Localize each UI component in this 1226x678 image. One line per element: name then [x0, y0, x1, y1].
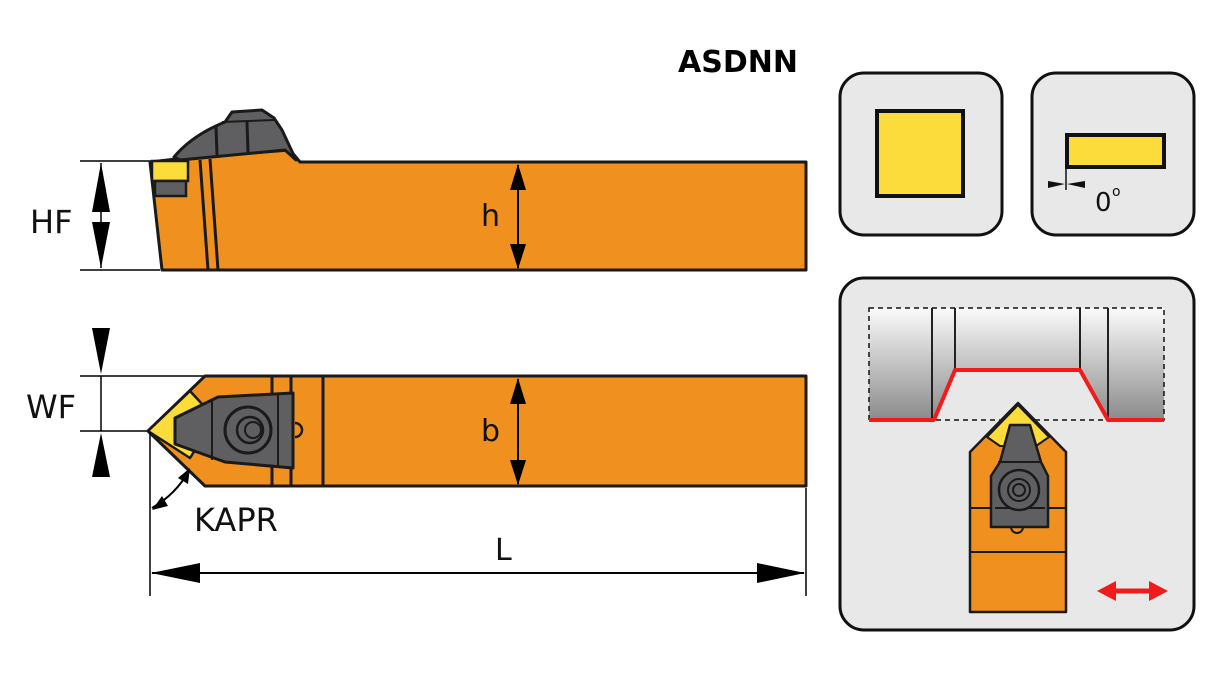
degree-symbol: o [1112, 184, 1121, 200]
top-view: WF b KAPR [26, 328, 808, 596]
shim-side [153, 179, 188, 198]
shank-top [146, 374, 808, 488]
turning-operation-icon [968, 401, 1068, 614]
side-view: HF h [30, 108, 808, 272]
wf-dimension-arrow [92, 328, 110, 477]
operation-panel [838, 276, 1196, 632]
workpiece [868, 307, 1165, 422]
h-label: h [481, 199, 500, 234]
model-code-title: ASDNN [678, 45, 798, 80]
square-insert-icon [875, 109, 965, 198]
b-dimension-arrow [510, 378, 526, 485]
hf-label: HF [30, 203, 72, 241]
hf-dimension-arrow [92, 163, 110, 268]
shank-side [148, 148, 808, 272]
insert-shape-panel [838, 71, 1004, 237]
h-dimension-arrow [510, 164, 526, 269]
bidirectional-arrow-icon [1097, 581, 1168, 601]
l-dimension-arrow [151, 563, 805, 583]
kapr-angle-arrow [151, 468, 190, 510]
kapr-label: KAPR [194, 501, 278, 539]
clearance-angle-value: 0 [1095, 188, 1112, 218]
l-label: L [495, 533, 512, 568]
clearance-angle-icon [1065, 133, 1166, 169]
clearance-angle-panel: 0 o [1030, 71, 1196, 237]
insert-side [150, 159, 190, 183]
b-label: b [481, 414, 500, 449]
wf-label: WF [26, 388, 76, 426]
cut-path [869, 368, 1164, 422]
